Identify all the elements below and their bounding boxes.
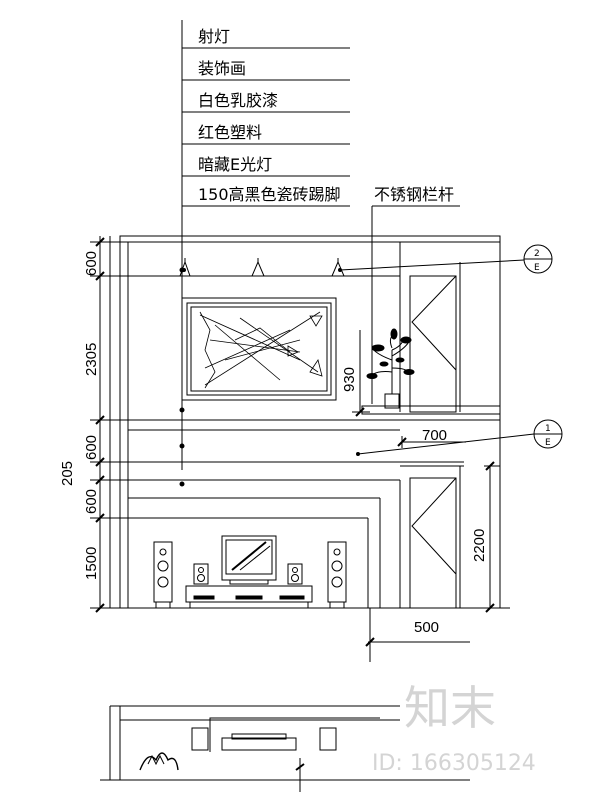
material-label-stack: 射灯 装饰画 白色乳胶漆 红色塑料 暗藏E光灯 150高黑色瓷砖踢脚 bbox=[179, 20, 350, 487]
dim-600-mid: 600 bbox=[83, 435, 100, 460]
spotlight-1 bbox=[179, 258, 191, 277]
dim-600-top: 600 bbox=[83, 251, 100, 276]
label-hidden-light: 暗藏E光灯 bbox=[198, 155, 272, 174]
callout-2-number: 1 bbox=[545, 424, 551, 434]
watermark-id: ID: 166305124 bbox=[372, 751, 536, 776]
lower-door bbox=[400, 465, 464, 609]
small-speaker-right-icon bbox=[287, 563, 303, 585]
callout-2-sheet: E bbox=[545, 438, 551, 448]
dim-930-line bbox=[352, 330, 370, 417]
tv-cabinet bbox=[185, 585, 313, 608]
dim-930: 930 bbox=[341, 367, 358, 392]
spotlights bbox=[179, 258, 345, 277]
dim-2305: 2305 bbox=[83, 343, 100, 376]
dim-205: 205 bbox=[59, 461, 76, 486]
dim-500-line bbox=[365, 608, 470, 662]
spotlight-2 bbox=[251, 258, 265, 277]
section-callout-2: 1 E bbox=[356, 419, 563, 456]
label-red-plastic: 红色塑料 bbox=[198, 123, 262, 142]
dim-500: 500 bbox=[414, 619, 439, 636]
potted-plant-icon bbox=[366, 328, 415, 409]
label-stainless-rail: 不锈钢栏杆 bbox=[374, 185, 454, 204]
watermark: 知末 ID: 166305124 bbox=[372, 681, 536, 776]
tv-set-icon bbox=[221, 535, 277, 585]
dim-700-line bbox=[397, 436, 466, 448]
rail-callout: 不锈钢栏杆 bbox=[371, 185, 460, 404]
label-skirting: 150高黑色瓷砖踢脚 bbox=[198, 185, 341, 204]
small-speaker-left-icon bbox=[193, 563, 209, 585]
spotlight-3 bbox=[331, 258, 345, 277]
label-white-latex-paint: 白色乳胶漆 bbox=[198, 91, 278, 110]
dim-600-low: 600 bbox=[83, 489, 100, 514]
dim-2200-line bbox=[484, 461, 500, 613]
left-dimension-chain bbox=[90, 236, 128, 613]
tall-speaker-right-icon bbox=[327, 541, 347, 608]
dim-1500: 1500 bbox=[83, 547, 100, 580]
label-decorative-painting: 装饰画 bbox=[198, 59, 246, 78]
section-callout-1: 2 E bbox=[339, 244, 553, 274]
callout-1-sheet: E bbox=[534, 263, 540, 273]
callout-1-number: 2 bbox=[534, 249, 540, 259]
dim-2200: 2200 bbox=[471, 529, 488, 562]
decorative-painting bbox=[181, 297, 337, 401]
dim-700: 700 bbox=[422, 427, 447, 444]
upper-door bbox=[361, 242, 501, 415]
wall-outline bbox=[90, 235, 510, 609]
tall-speaker-left-icon bbox=[153, 541, 173, 608]
lower-plan-fragment bbox=[100, 705, 470, 792]
watermark-logo: 知末 bbox=[404, 681, 496, 735]
label-spotlight: 射灯 bbox=[198, 27, 230, 46]
